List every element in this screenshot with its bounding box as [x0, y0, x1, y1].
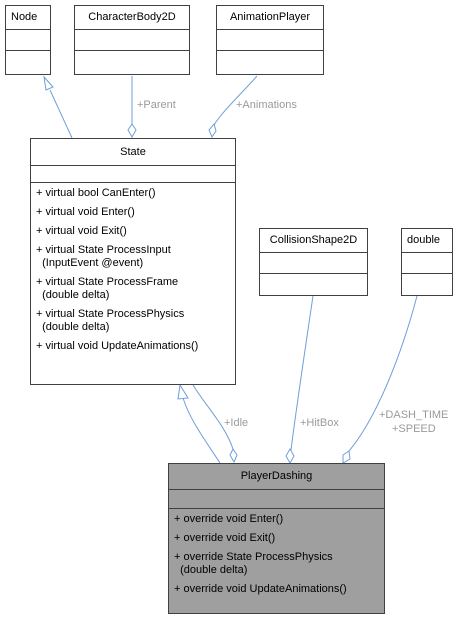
- edge-label-speed: +SPEED: [392, 423, 436, 435]
- edge-idle: [192, 384, 234, 450]
- attributes-compartment: [169, 490, 384, 509]
- operation: + virtual State ProcessPhysics (double d…: [36, 308, 185, 333]
- aggregation-diamond-hitbox: [285, 447, 295, 465]
- operation: + override void Exit(): [174, 532, 276, 544]
- class-character-body-2d[interactable]: CharacterBody2D: [74, 5, 190, 75]
- operations-compartment: + override void Enter() + override void …: [169, 509, 384, 596]
- class-title: CharacterBody2D: [75, 6, 189, 30]
- edge-label-idle: +Idle: [224, 417, 249, 429]
- edge-node-to-state: [49, 89, 73, 139]
- operation: + virtual bool CanEnter(): [36, 187, 156, 199]
- class-double[interactable]: double: [401, 228, 453, 296]
- class-state[interactable]: State + virtual bool CanEnter() + virtua…: [30, 138, 236, 385]
- class-title: PlayerDashing: [169, 464, 384, 490]
- operation: + virtual State ProcessInput (InputEvent…: [36, 244, 171, 269]
- operation: + virtual void Enter(): [36, 206, 135, 218]
- edge-animations: [213, 75, 258, 126]
- operation: + virtual void UpdateAnimations(): [36, 340, 199, 352]
- aggregation-diamond-parent: [127, 123, 137, 139]
- class-title: Node: [6, 6, 50, 30]
- attributes-compartment: [260, 253, 367, 274]
- edge-label-hitbox: +HitBox: [300, 417, 339, 429]
- edge-label-animations: +Animations: [236, 99, 297, 111]
- attributes-compartment: [75, 30, 189, 51]
- operation: + virtual State ProcessFrame (double del…: [36, 276, 179, 301]
- aggregation-diamond-double: [342, 450, 351, 464]
- inheritance-arrow-node: [43, 75, 54, 91]
- operations-compartment: + virtual bool CanEnter() + virtual void…: [31, 183, 235, 353]
- class-node[interactable]: Node: [5, 5, 51, 75]
- operation: + override void UpdateAnimations(): [174, 583, 347, 595]
- inheritance-arrow-state: [177, 383, 189, 400]
- class-title: double: [402, 229, 452, 253]
- class-title: CollisionShape2D: [260, 229, 367, 253]
- operation: + override State ProcessPhysics (double …: [174, 551, 333, 576]
- attributes-compartment: [402, 253, 452, 274]
- class-title: AnimationPlayer: [217, 6, 323, 30]
- attributes-compartment: [217, 30, 323, 51]
- edge-hitbox: [290, 295, 314, 451]
- class-player-dashing[interactable]: PlayerDashing + override void Enter() + …: [168, 463, 385, 614]
- class-collision-shape-2d[interactable]: CollisionShape2D: [259, 228, 368, 296]
- edge-dashing-inherits-state: [182, 397, 221, 464]
- edge-label-parent: +Parent: [137, 99, 176, 111]
- attributes-compartment: [31, 166, 235, 183]
- attributes-compartment: [6, 30, 50, 51]
- aggregation-diamond-idle: [229, 448, 238, 464]
- class-animation-player[interactable]: AnimationPlayer: [216, 5, 324, 75]
- edge-double: [348, 295, 418, 452]
- edge-label-dash-time: +DASH_TIME: [379, 409, 449, 421]
- operation: + virtual void Exit(): [36, 225, 127, 237]
- class-title: State: [31, 139, 235, 166]
- operation: + override void Enter(): [174, 513, 284, 525]
- aggregation-diamond-animations: [208, 122, 217, 139]
